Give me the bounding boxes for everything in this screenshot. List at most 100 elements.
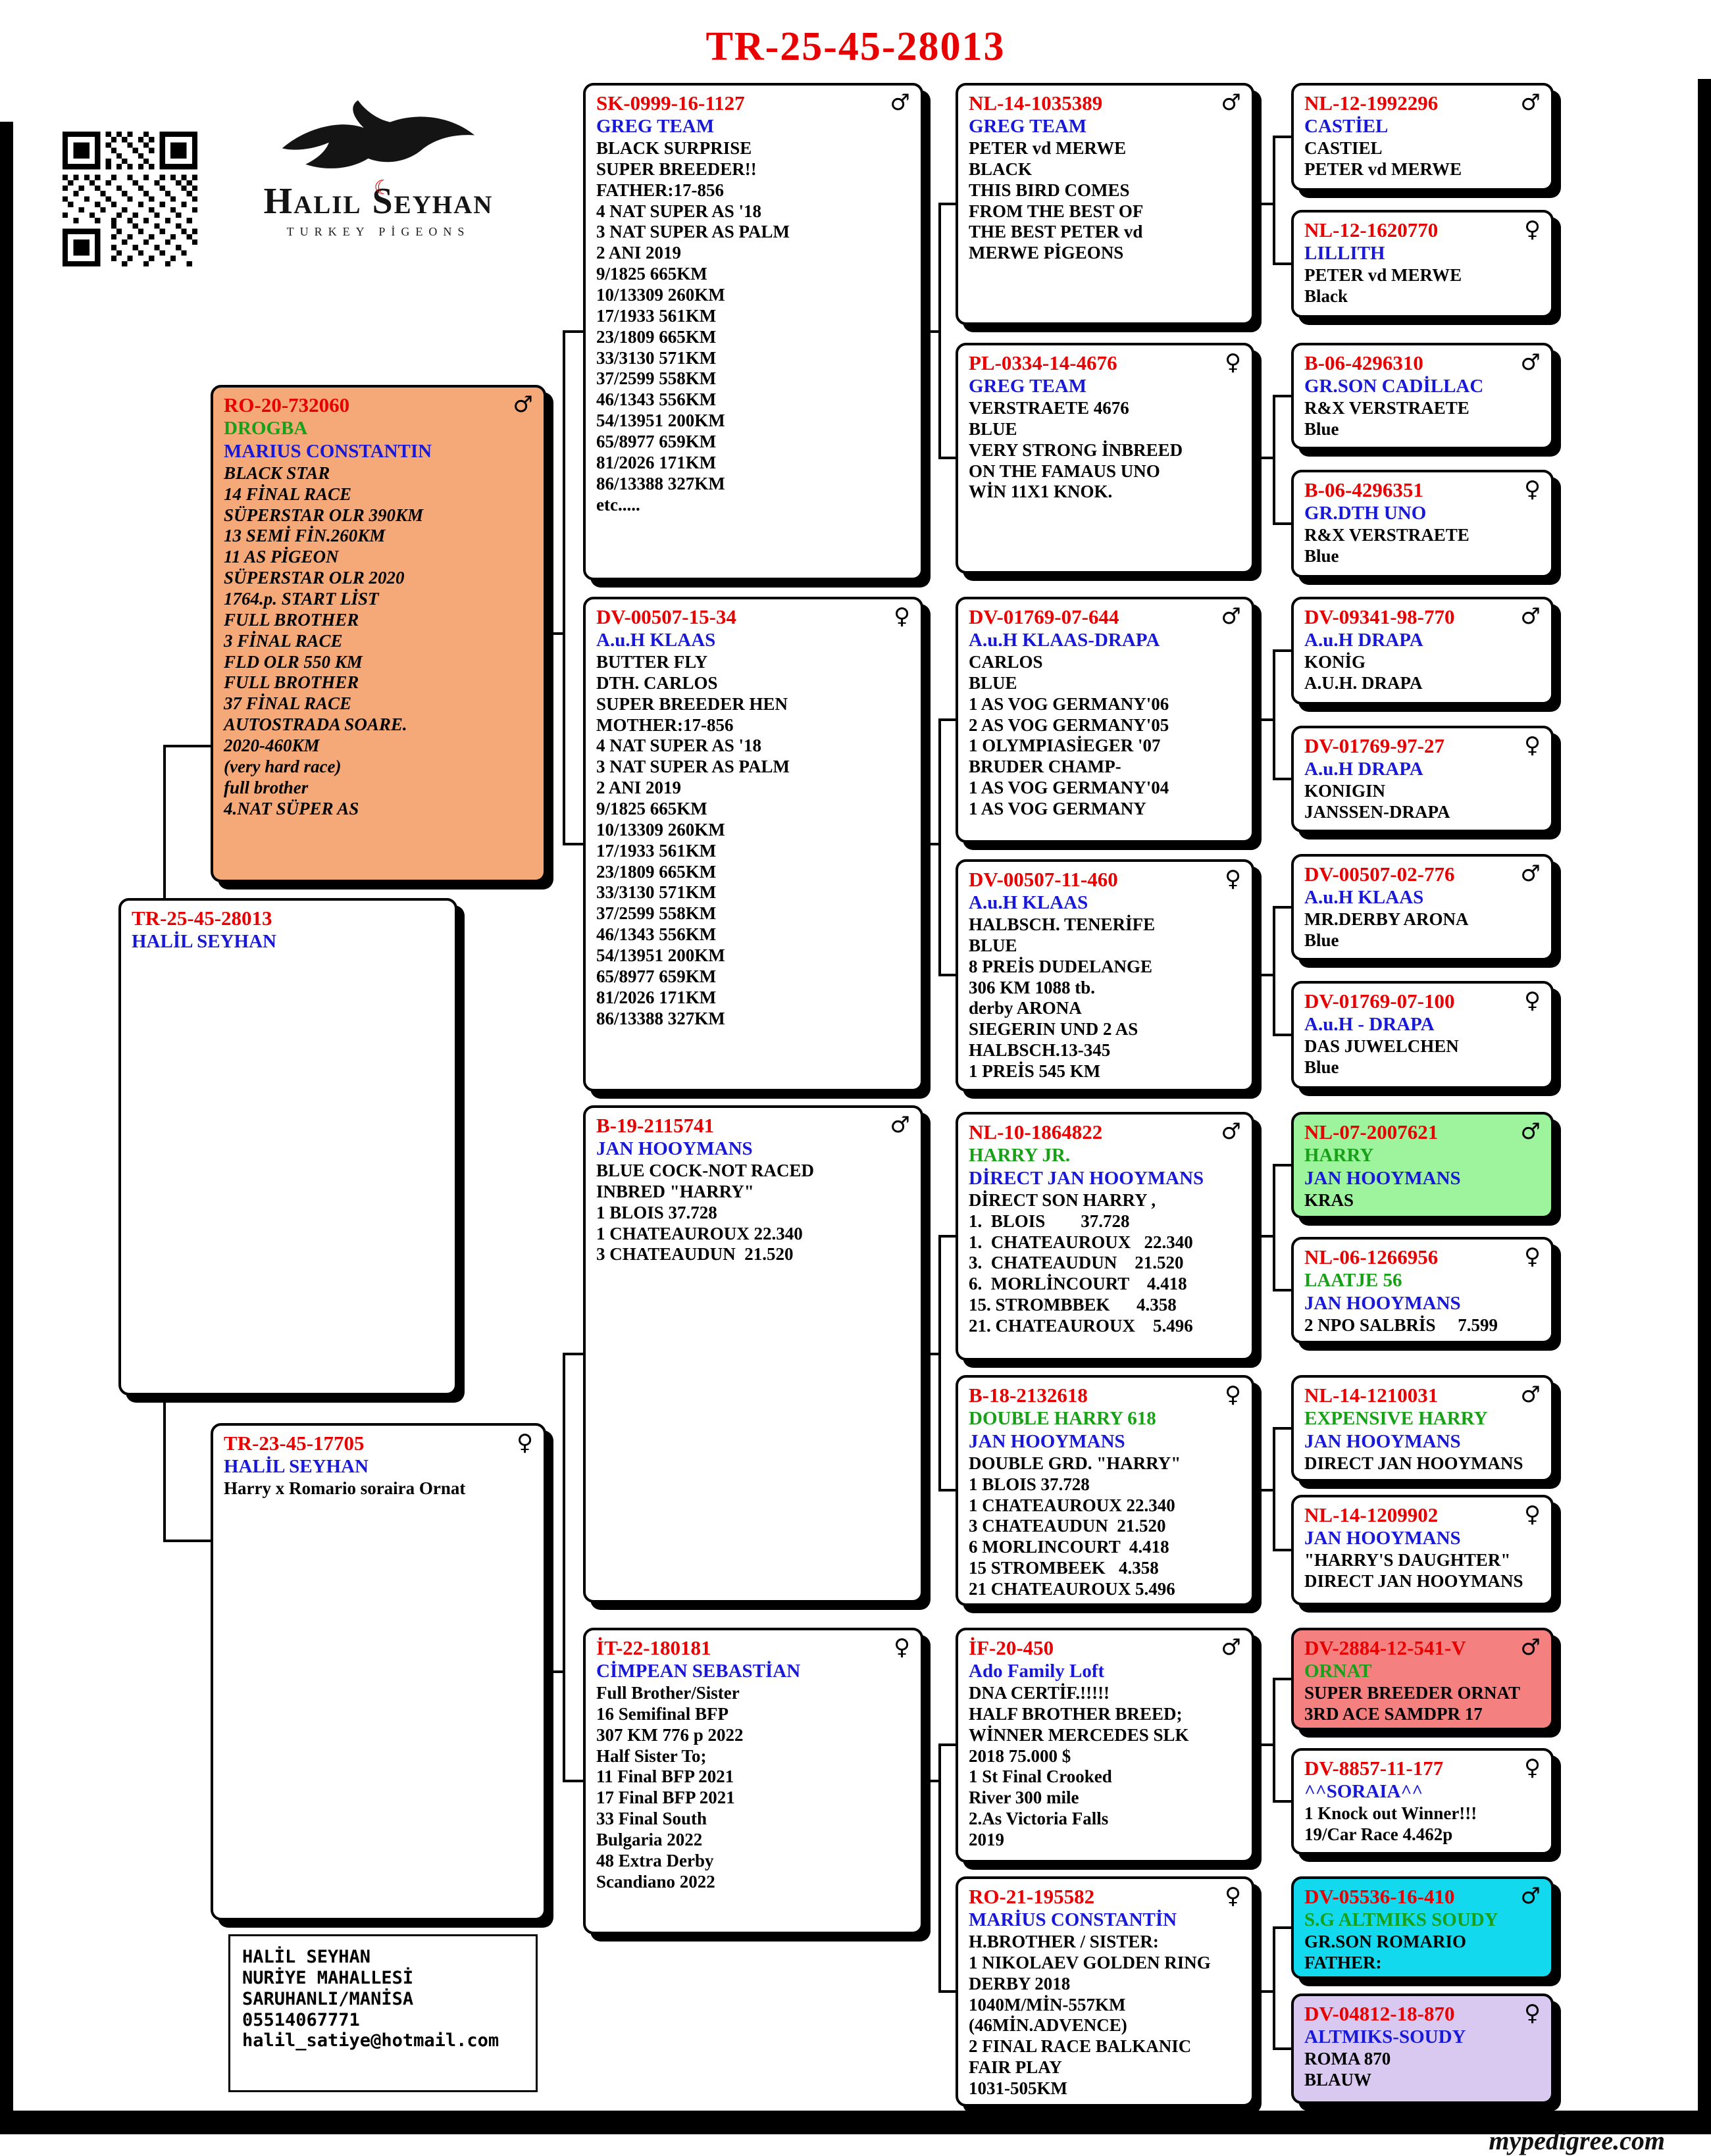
detail-line: 3 CHATEAUDUN 21.520 bbox=[969, 1516, 1166, 1536]
box-nl-06-1266956: ♀ NL-06-1266956 LAATJE 56 JAN HOOYMANS 2… bbox=[1291, 1237, 1554, 1343]
detail-line: CARLOS bbox=[969, 651, 1043, 672]
nickname: HARRY JR. bbox=[969, 1145, 1071, 1166]
detail-line: H.BROTHER / SISTER: bbox=[969, 1931, 1159, 1951]
detail-line: THE BEST PETER vd bbox=[969, 222, 1143, 242]
male-symbol: ♂ bbox=[1520, 89, 1541, 116]
detail-line: BLACK bbox=[969, 159, 1033, 179]
detail-line: 2018 75.000 $ bbox=[969, 1745, 1071, 1766]
page-border-left bbox=[0, 122, 13, 2111]
loft-name: GR.SON CADİLLAC bbox=[1304, 376, 1484, 397]
ring-number: DV-2884-12-541-V bbox=[1304, 1636, 1466, 1659]
detail-line: 3 FİNAL RACE bbox=[224, 630, 343, 651]
box-ro-21-195582: ♀ RO-21-195582 MARİUS CONSTANTİN H.BROTH… bbox=[956, 1876, 1254, 2107]
box-dv-00507-02-776: ♂ DV-00507-02-776 A.u.H KLAAS MR.DERBY A… bbox=[1291, 854, 1554, 961]
detail-line: 8 PREİS DUDELANGE bbox=[969, 956, 1153, 976]
detail-line: HALF BROTHER BREED; bbox=[969, 1703, 1183, 1724]
detail-line: DERBY 2018 bbox=[969, 1973, 1071, 1993]
page-title: TR-25-45-28013 bbox=[705, 24, 1006, 69]
detail-line: 1. BLOIS 37.728 bbox=[969, 1211, 1130, 1231]
detail-line: FLD OLR 550 KM bbox=[224, 651, 363, 672]
loft-name: MARIUS CONSTANTIN bbox=[224, 440, 432, 462]
achievement-lines: Harry x Romario soraira Ornat bbox=[224, 1478, 533, 1499]
detail-line: "HARRY'S DAUGHTER" bbox=[1304, 1549, 1511, 1570]
box-nl-14-1209902: ♀ NL-14-1209902 JAN HOOYMANS "HARRY'S DA… bbox=[1291, 1495, 1554, 1605]
detail-line: 21 CHATEAUROUX 5.496 bbox=[969, 1578, 1175, 1599]
detail-line: 15. STROMBBEK 4.358 bbox=[969, 1295, 1177, 1315]
loft-name: CASTİEL bbox=[1304, 116, 1389, 138]
loft-name: GREG TEAM bbox=[596, 116, 715, 138]
ring-number: TR-23-45-17705 bbox=[224, 1432, 365, 1455]
male-symbol: ♂ bbox=[513, 391, 533, 418]
ring-number: NL-14-1209902 bbox=[1304, 1503, 1439, 1526]
achievement-lines: DNA CERTİF.!!!!!HALF BROTHER BREED;WİNNE… bbox=[969, 1683, 1241, 1851]
loft-name: Ado Family Loft bbox=[969, 1661, 1105, 1682]
ring-number: NL-14-1210031 bbox=[1304, 1384, 1439, 1407]
detail-line: (very hard race) bbox=[224, 756, 342, 776]
detail-line: 1. CHATEAUROUX 22.340 bbox=[969, 1232, 1193, 1252]
detail-line: HALİL SEYHAN bbox=[242, 1947, 371, 1967]
detail-line: 1 AS VOG GERMANY'04 bbox=[969, 778, 1169, 798]
detail-line: 2 AS VOG GERMANY'05 bbox=[969, 714, 1169, 735]
detail-line: 81/2026 171KM bbox=[596, 452, 717, 472]
detail-line: 05514067771 bbox=[242, 2009, 360, 2030]
box-sk-0999-16-1127: ♂ SK-0999-16-1127 GREG TEAM BLACK SURPRI… bbox=[583, 83, 923, 580]
detail-line: PETER vd MERWE bbox=[1304, 264, 1462, 285]
detail-line: DIRECT JAN HOOYMANS bbox=[1304, 1570, 1523, 1591]
detail-line: HALBSCH. TENERİFE bbox=[969, 914, 1156, 934]
female-symbol: ♀ bbox=[894, 603, 910, 630]
page-border-bottom bbox=[0, 2111, 1711, 2134]
detail-line: 86/13388 327KM bbox=[596, 473, 725, 493]
detail-line: KRAS bbox=[1304, 1190, 1354, 1210]
detail-line: 37/2599 558KM bbox=[596, 368, 717, 389]
detail-line: 2 FINAL RACE BALKANIC bbox=[969, 2036, 1192, 2057]
male-symbol: ♂ bbox=[1221, 89, 1241, 116]
detail-line: INBRED "HARRY" bbox=[596, 1181, 754, 1201]
female-symbol: ♀ bbox=[894, 1634, 910, 1661]
detail-line: 23/1809 665KM bbox=[596, 861, 717, 882]
detail-line: R&X VERSTRAETE bbox=[1304, 524, 1469, 545]
detail-line: 1 BLOIS 37.728 bbox=[596, 1202, 717, 1222]
box-tr-23-45-17705: ♀ TR-23-45-17705 HALİL SEYHAN Harry x Ro… bbox=[211, 1423, 546, 1920]
ring-number: NL-06-1266956 bbox=[1304, 1245, 1439, 1268]
detail-line: SUPER BREEDER!! bbox=[596, 159, 757, 179]
loft-name: A.u.H DRAPA bbox=[1304, 759, 1423, 780]
nickname: S.G ALTMIKS SOUDY bbox=[1304, 1909, 1498, 1931]
ring-number: DV-00507-02-776 bbox=[1304, 863, 1455, 886]
box-dv-8857-11-177: ♀ DV-8857-11-177 ^^SORAIA^^ 1 Knock out … bbox=[1291, 1748, 1554, 1855]
nickname: HARRY bbox=[1304, 1145, 1374, 1166]
detail-line: 2 NPO SALBRİS 7.599 bbox=[1304, 1315, 1498, 1335]
loft-name: MARİUS CONSTANTİN bbox=[969, 1909, 1177, 1931]
detail-line: 3. CHATEAUDUN 21.520 bbox=[969, 1253, 1184, 1273]
detail-line: 33/3130 571KM bbox=[596, 347, 717, 368]
box-if-20-450: ♂ İF-20-450 Ado Family Loft DNA CERTİF.!… bbox=[956, 1628, 1254, 1863]
detail-line: 46/1343 556KM bbox=[596, 924, 717, 945]
detail-line: 1040M/MİN-557KM bbox=[969, 1994, 1126, 2015]
loft-name: CİMPEAN SEBASTİAN bbox=[596, 1661, 801, 1682]
detail-line: 11 AS PİGEON bbox=[224, 547, 339, 567]
detail-line: HALBSCH.13-345 bbox=[969, 1040, 1111, 1061]
loft-name: GR.DTH UNO bbox=[1304, 503, 1427, 524]
detail-line: BLUE bbox=[969, 672, 1017, 693]
nickname: EXPENSIVE HARRY bbox=[1304, 1408, 1488, 1430]
detail-line: FATHER: bbox=[1304, 1952, 1382, 1972]
detail-line: 1 AS VOG GERMANY bbox=[969, 799, 1146, 818]
box-dv-01769-07-100: ♀ DV-01769-07-100 A.u.H - DRAPA DAS JUWE… bbox=[1291, 981, 1554, 1089]
loft-name: A.u.H KLAAS bbox=[1304, 887, 1424, 909]
detail-line: 2.As Victoria Falls bbox=[969, 1809, 1109, 1829]
brand-footer: mypedigree.com bbox=[1489, 2126, 1665, 2155]
female-symbol: ♀ bbox=[1524, 1501, 1541, 1528]
male-symbol: ♂ bbox=[1221, 1634, 1241, 1661]
detail-line: BLUE COCK-NOT RACED bbox=[596, 1160, 815, 1180]
female-symbol: ♀ bbox=[1225, 1382, 1241, 1408]
detail-line: 2 ANI 2019 bbox=[596, 778, 682, 798]
detail-line: BLAUW bbox=[1304, 2069, 1372, 2090]
loft-name: A.u.H KLAAS bbox=[596, 630, 716, 651]
loft-name: JAN HOOYMANS bbox=[1304, 1528, 1461, 1549]
